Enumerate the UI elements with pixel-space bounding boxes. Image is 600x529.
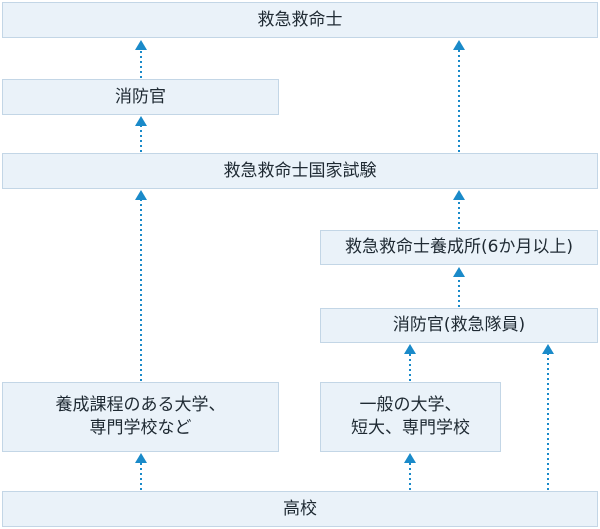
arrowhead-to-ems-left — [404, 344, 416, 354]
box-fire-officer-ems: 消防官(救急隊員) — [320, 308, 598, 343]
arrowhead-to-exam-right — [453, 190, 465, 200]
box-training-course-line2: 専門学校など — [89, 418, 192, 438]
box-general-university-line1: 一般の大学、 — [359, 395, 462, 416]
box-fire-officer-ems-label: 消防官(救急隊員) — [392, 315, 526, 336]
arrowhead-to-paramedic-left — [135, 40, 147, 50]
box-national-exam-label: 救急救命士国家試験 — [223, 160, 377, 181]
box-paramedic: 救急救命士 — [2, 2, 598, 38]
arrowhead-to-institute — [453, 267, 465, 277]
box-training-institute: 救急救命士養成所(6か月以上) — [320, 230, 598, 265]
box-national-exam: 救急救命士国家試験 — [2, 153, 598, 189]
box-high-school: 高校 — [2, 491, 598, 527]
arrowhead-to-paramedic-right — [453, 40, 465, 50]
arrowhead-to-general-univ — [404, 453, 416, 463]
box-training-institute-label: 救急救命士養成所(6か月以上) — [344, 237, 574, 258]
arrowhead-to-fire-officer — [135, 116, 147, 126]
box-training-course-university: 養成課程のある大学、 専門学校など — [2, 382, 279, 452]
box-high-school-label: 高校 — [283, 498, 317, 519]
box-training-course-line1: 養成課程のある大学、 — [55, 395, 226, 416]
box-fire-officer: 消防官 — [2, 79, 279, 115]
box-general-university: 一般の大学、 短大、専門学校 — [320, 382, 501, 452]
box-paramedic-label: 救急救命士 — [257, 9, 343, 30]
arrowhead-to-ems-right — [542, 344, 554, 354]
box-fire-officer-label: 消防官 — [115, 86, 166, 107]
box-general-university-line2: 短大、専門学校 — [351, 418, 470, 438]
arrowhead-to-training-univ — [135, 453, 147, 463]
arrowhead-to-exam-left — [135, 190, 147, 200]
